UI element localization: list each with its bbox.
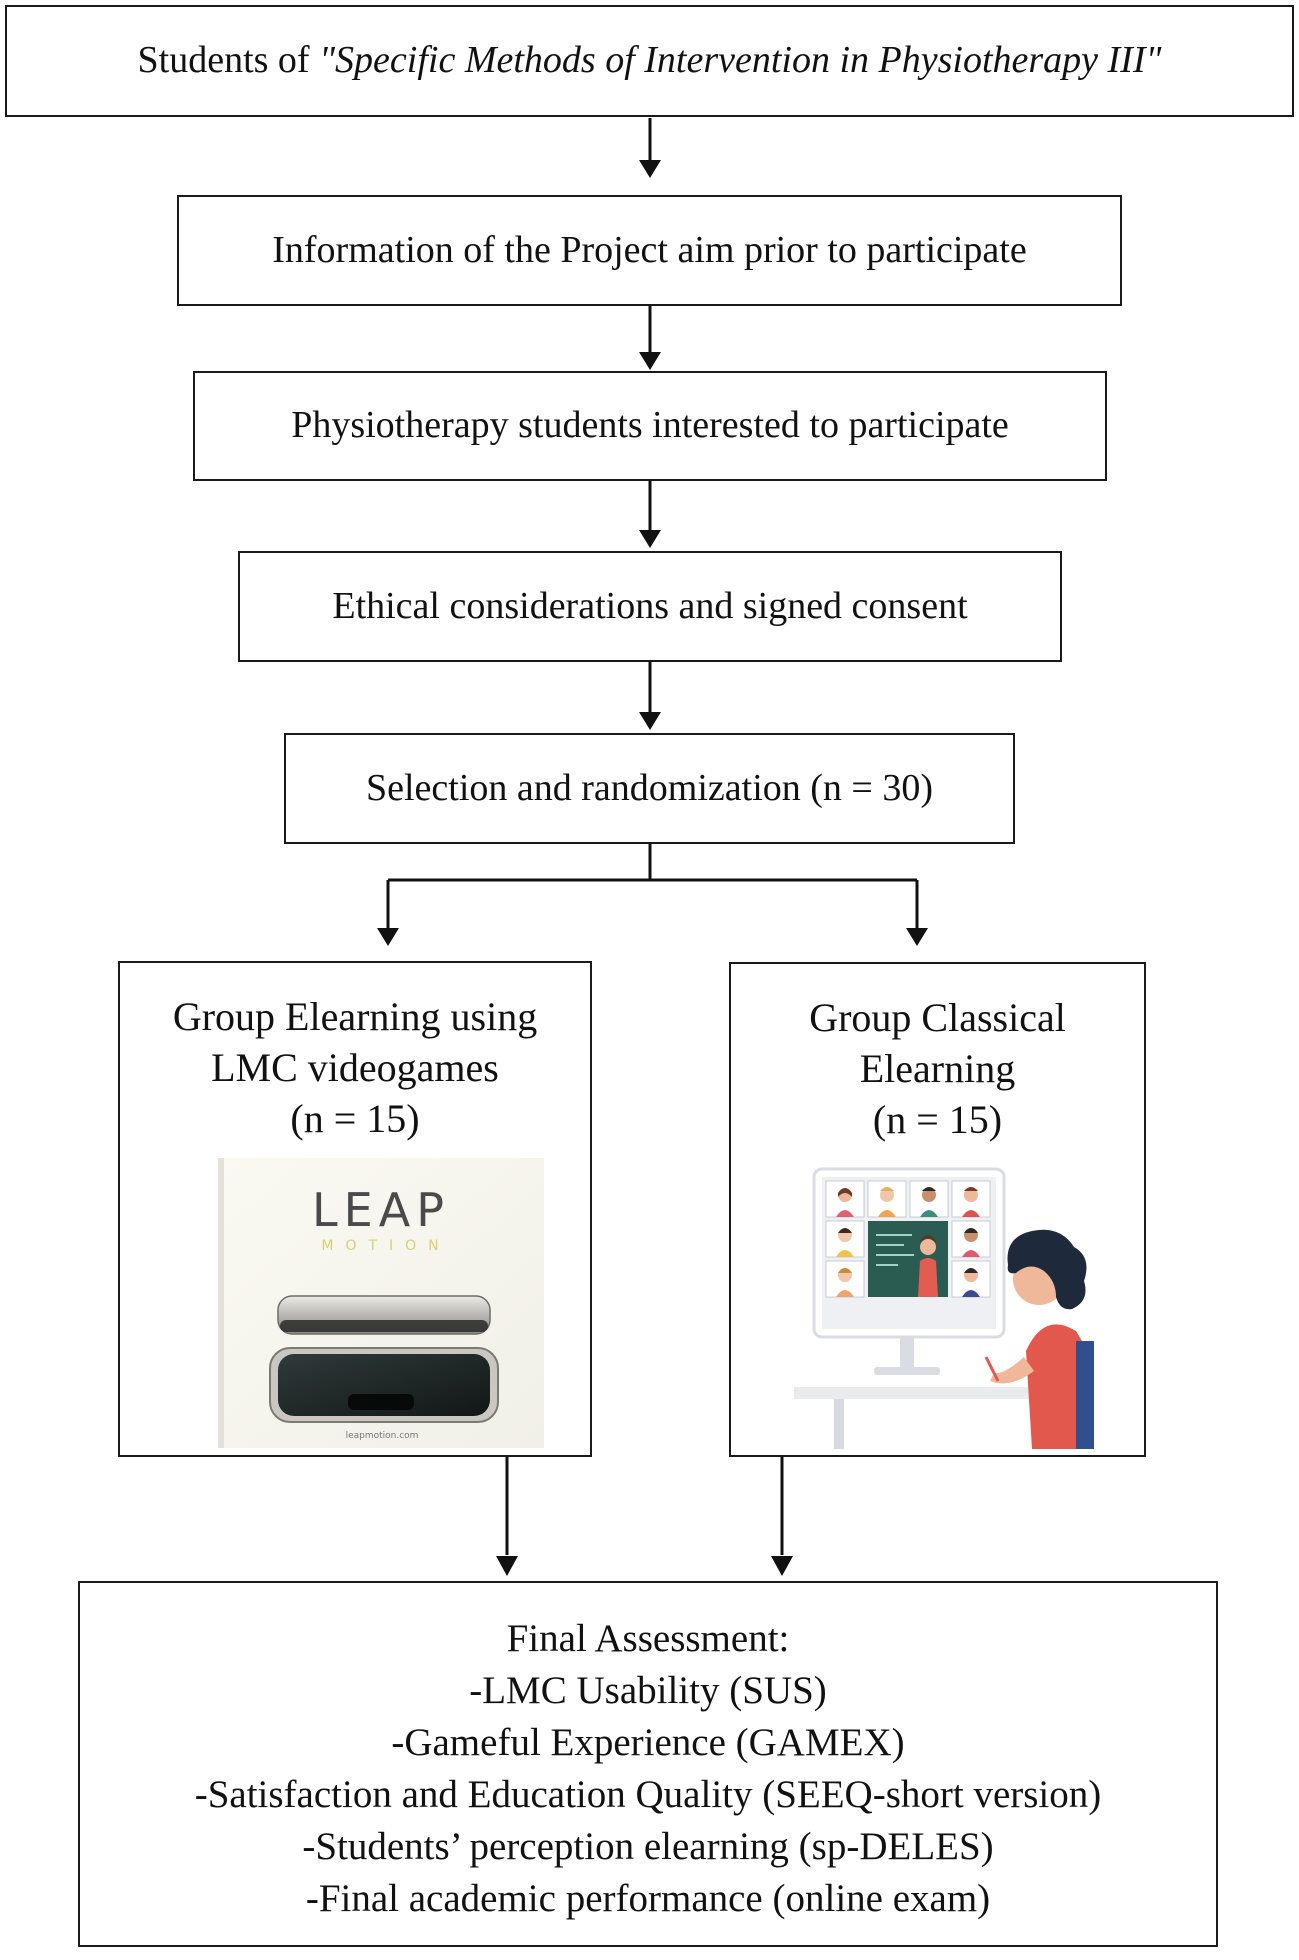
group-lmc-elearning: Group Elearning using LMC videogames (n … — [118, 961, 592, 1457]
final-assessment-title: Final Assessment: — [506, 1617, 790, 1660]
group-classical-elearning: Group Classical Elearning (n = 15) — [729, 962, 1146, 1457]
step-students-text: Students of "Specific Methods of Interve… — [137, 39, 1162, 82]
leap-brand-sub: MOTION — [321, 1238, 450, 1254]
arrow-head — [639, 160, 661, 178]
step-consent: Ethical considerations and signed consen… — [238, 551, 1062, 662]
step-consent-text: Ethical considerations and signed consen… — [332, 584, 968, 627]
assessment-item-seeq: -Satisfaction and Education Quality (SEE… — [194, 1773, 1102, 1816]
assessment-item-sus: -LMC Usability (SUS) — [469, 1669, 827, 1712]
arrow-head — [771, 1556, 793, 1576]
arrow-head — [639, 530, 661, 548]
assessment-item-exam: -Final academic performance (online exam… — [305, 1877, 991, 1920]
arrow-head — [906, 928, 928, 946]
step-information-text: Information of the Project aim prior to … — [272, 228, 1027, 271]
step-students: Students of "Specific Methods of Interve… — [5, 5, 1294, 117]
step-randomization-text: Selection and randomization (n = 30) — [366, 766, 933, 809]
online-class-video-call-illustration — [794, 1161, 1094, 1449]
course-name: "Specific Methods of Intervention in Phy… — [319, 39, 1162, 82]
assessment-item-gamex: -Gameful Experience (GAMEX) — [391, 1721, 905, 1764]
split-connector — [386, 844, 919, 930]
arrow-head — [377, 928, 399, 946]
leap-motion-controller-photo: LEAP MOTION leapmotion.com — [218, 1158, 544, 1448]
leap-brand: LEAP — [312, 1183, 450, 1237]
step-information: Information of the Project aim prior to … — [177, 195, 1122, 306]
arrow-head — [496, 1556, 518, 1576]
arrow-head — [639, 712, 661, 730]
final-assessment: Final Assessment: -LMC Usability (SUS) -… — [78, 1581, 1218, 1947]
arrow-head — [639, 352, 661, 370]
assessment-item-sp-deles: -Students’ perception elearning (sp-DELE… — [302, 1825, 994, 1868]
leap-url: leapmotion.com — [346, 1431, 419, 1441]
step-interested: Physiotherapy students interested to par… — [193, 371, 1107, 481]
step-interested-text: Physiotherapy students interested to par… — [291, 404, 1009, 447]
step-randomization: Selection and randomization (n = 30) — [284, 733, 1015, 844]
group-classical-label: Group Classical Elearning (n = 15) — [809, 995, 1066, 1142]
group-lmc-label: Group Elearning using LMC videogames (n … — [172, 994, 538, 1141]
